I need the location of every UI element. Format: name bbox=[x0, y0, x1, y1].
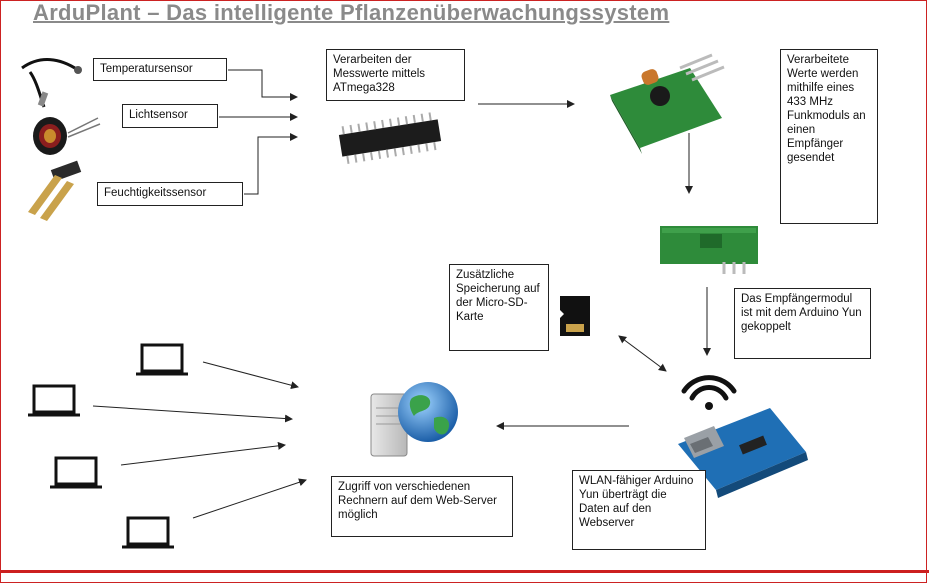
chip-icon bbox=[338, 112, 442, 164]
wifi-icon bbox=[681, 375, 737, 410]
sd-storage-label: Zusätzliche Speicherung auf der Micro-SD… bbox=[449, 264, 549, 351]
light-sensor-icon bbox=[33, 117, 101, 155]
computer-icon bbox=[50, 456, 102, 489]
arduino-board-icon bbox=[678, 408, 808, 498]
access-label: Zugriff von verschiedenen Rechnern auf d… bbox=[331, 476, 513, 537]
temperature-sensor-label: Temperatursensor bbox=[93, 58, 227, 81]
transmitter-module-icon bbox=[610, 53, 725, 154]
computer-icon bbox=[122, 516, 174, 549]
moisture-sensor-icon bbox=[28, 160, 82, 221]
light-sensor-label: Lichtsensor bbox=[122, 104, 218, 128]
processing-label: Verarbeiten der Messwerte mittels ATmega… bbox=[326, 49, 465, 101]
transmit-label: Verarbeitete Werte werden mithilfe eines… bbox=[780, 49, 878, 224]
diagram-title: ArduPlant – Das intelligente Pflanzenübe… bbox=[33, 0, 670, 25]
frame-bottom-line bbox=[0, 570, 929, 573]
receiver-label: Das Empfängermodul ist mit dem Arduino Y… bbox=[734, 288, 871, 359]
temperature-probe-icon bbox=[21, 58, 82, 108]
computer-icon bbox=[28, 384, 80, 417]
receiver-module-icon bbox=[660, 226, 758, 274]
moisture-sensor-label: Feuchtigkeitssensor bbox=[97, 182, 243, 206]
server-globe-icon bbox=[370, 382, 458, 457]
sd-card-icon bbox=[560, 296, 590, 336]
computer-icon bbox=[136, 343, 188, 376]
arduino-yun-label: WLAN-fähiger Arduino Yun überträgt die D… bbox=[572, 470, 706, 550]
